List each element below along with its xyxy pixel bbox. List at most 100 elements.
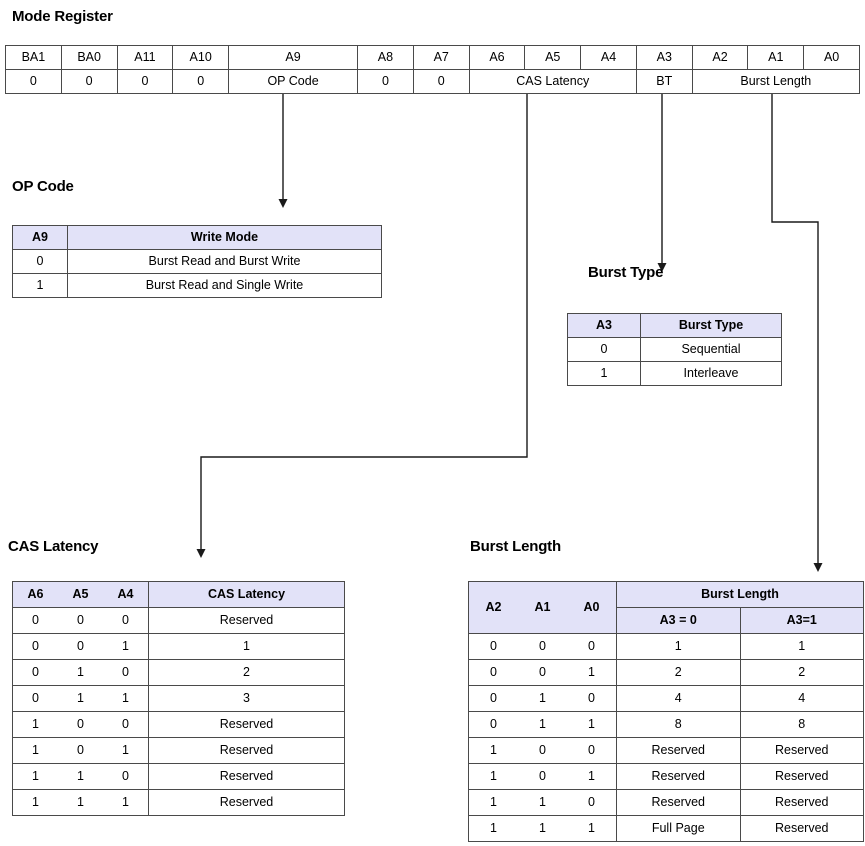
table-row: 1 Burst Read and Single Write [12,273,382,298]
table-row: 1 0 1 Reserved Reserved [468,763,864,790]
burst-type-col-a3: A3 [567,313,641,338]
burst-type-value: Sequential [640,337,782,362]
burst-length-col-a3-1: A3=1 [739,607,864,634]
op-code-bit: 1 [12,273,68,298]
cas-latency-table: A6 A5 A4 CAS Latency 0 0 0 Reserved 0 0 … [12,581,345,816]
cas-latency-bit-a6: 0 [12,659,58,686]
burst-length-value-a3-0: 1 [616,633,741,660]
table-row: 0 0 0 1 1 [468,633,864,660]
table-header-row: A6 A5 A4 CAS Latency [12,581,345,608]
burst-length-value-a3-0: Reserved [616,789,741,816]
burst-type-table: A3 Burst Type 0 Sequential 1 Interleave [567,313,782,386]
mode-register-bit: A8 [357,45,414,70]
mode-register-bit-row: BA1 BA0 A11 A10 A9 A8 A7 A6 A5 A4 A3 A2 … [5,45,860,70]
cas-latency-bit-a6: 1 [12,763,58,790]
cas-latency-heading: CAS Latency [8,538,99,555]
burst-length-bit-a1: 1 [518,815,567,842]
burst-length-bit-a1: 1 [518,789,567,816]
mode-register-bit: A2 [691,45,749,70]
cas-latency-bit-a5: 0 [58,633,103,660]
mode-register-bit: A10 [172,45,230,70]
burst-length-bit-a2: 1 [468,815,518,842]
burst-length-bit-a1: 0 [518,659,567,686]
mode-register-bit: A1 [747,45,805,70]
burst-type-heading: Burst Type [588,264,664,281]
table-row: 0 0 0 Reserved [12,607,345,634]
table-row: 0 Sequential [567,337,782,362]
cas-latency-bit-a6: 0 [12,633,58,660]
table-row: 0 1 0 4 4 [468,685,864,712]
mode-register-bit: BA0 [60,45,118,70]
mode-register-value: 0 [412,69,470,94]
burst-length-col-a0: A0 [567,581,617,634]
cas-latency-bit-a4: 1 [103,737,149,764]
mode-register-value: 0 [5,69,62,94]
burst-length-value-a3-1: Reserved [739,789,864,816]
cas-latency-bit-a6: 1 [12,789,58,816]
mode-register-table: BA1 BA0 A11 A10 A9 A8 A7 A6 A5 A4 A3 A2 … [5,45,861,94]
burst-length-bit-a0: 0 [567,633,617,660]
table-header-row: A3 Burst Type [567,313,782,338]
burst-length-bit-a2: 0 [468,659,518,686]
mode-register-bit: A11 [116,45,174,70]
burst-length-value-a3-0: Reserved [616,763,741,790]
burst-length-value-a3-1: Reserved [739,815,864,842]
cas-latency-bit-a5: 0 [58,607,103,634]
burst-length-bit-a1: 0 [518,737,567,764]
burst-length-bit-a0: 0 [567,737,617,764]
burst-length-bit-a0: 1 [567,763,617,790]
mode-register-bit: A4 [580,45,637,70]
mode-register-value: 0 [357,69,414,94]
burst-length-value-a3-1: 1 [739,633,864,660]
table-row: 0 Burst Read and Burst Write [12,249,382,274]
burst-length-value-a3-1: 8 [739,711,864,738]
burst-length-col-a1: A1 [518,581,567,634]
mode-register-value-burst-length: Burst Length [691,69,861,94]
mode-register-value-row: 0 0 0 0 OP Code 0 0 CAS Latency BT Burst… [5,69,861,94]
mode-register-bit: BA1 [5,45,62,70]
mode-register-value: 0 [60,69,118,94]
burst-length-bit-a2: 1 [468,789,518,816]
mode-register-value: 0 [172,69,230,94]
burst-length-col-a3-0: A3 = 0 [616,607,741,634]
burst-length-bit-a0: 1 [567,659,617,686]
burst-length-bit-a0: 1 [567,815,617,842]
cas-latency-bit-a4: 1 [103,633,149,660]
cas-latency-col-a5: A5 [58,581,103,608]
cas-latency-bit-a4: 0 [103,763,149,790]
table-row: 0 1 1 8 8 [468,711,864,738]
op-code-heading: OP Code [12,178,74,195]
mode-register-value: 0 [116,69,174,94]
burst-length-value-a3-0: Reserved [616,737,741,764]
cas-latency-value: Reserved [148,737,345,764]
cas-latency-col-value: CAS Latency [148,581,345,608]
burst-length-value-a3-0: 4 [616,685,741,712]
table-row: 0 0 1 1 [12,633,345,660]
mode-register-heading: Mode Register [12,8,113,25]
burst-length-bit-a1: 1 [518,685,567,712]
cas-latency-value: Reserved [148,607,345,634]
mode-register-bit: A7 [412,45,470,70]
burst-type-bit: 0 [567,337,641,362]
table-row: 1 1 1 Reserved [12,789,345,816]
table-row: 1 1 0 Reserved Reserved [468,789,864,816]
burst-length-bit-a1: 0 [518,763,567,790]
burst-length-value-a3-1: 4 [739,685,864,712]
mode-register-bit: A0 [803,45,860,70]
table-row: 0 0 1 2 2 [468,659,864,686]
burst-length-bit-a1: 1 [518,711,567,738]
op-code-col-write-mode: Write Mode [67,225,382,250]
cas-latency-bit-a5: 0 [58,737,103,764]
burst-length-value-a3-1: 2 [739,659,864,686]
table-row: 1 Interleave [567,361,782,386]
cas-latency-value: Reserved [148,763,345,790]
op-code-write-mode: Burst Read and Single Write [67,273,382,298]
cas-latency-bit-a4: 0 [103,659,149,686]
op-code-write-mode: Burst Read and Burst Write [67,249,382,274]
cas-latency-bit-a5: 1 [58,685,103,712]
burst-length-value-a3-1: Reserved [739,763,864,790]
cas-latency-value: 3 [148,685,345,712]
burst-type-bit: 1 [567,361,641,386]
burst-length-bit-a2: 1 [468,737,518,764]
